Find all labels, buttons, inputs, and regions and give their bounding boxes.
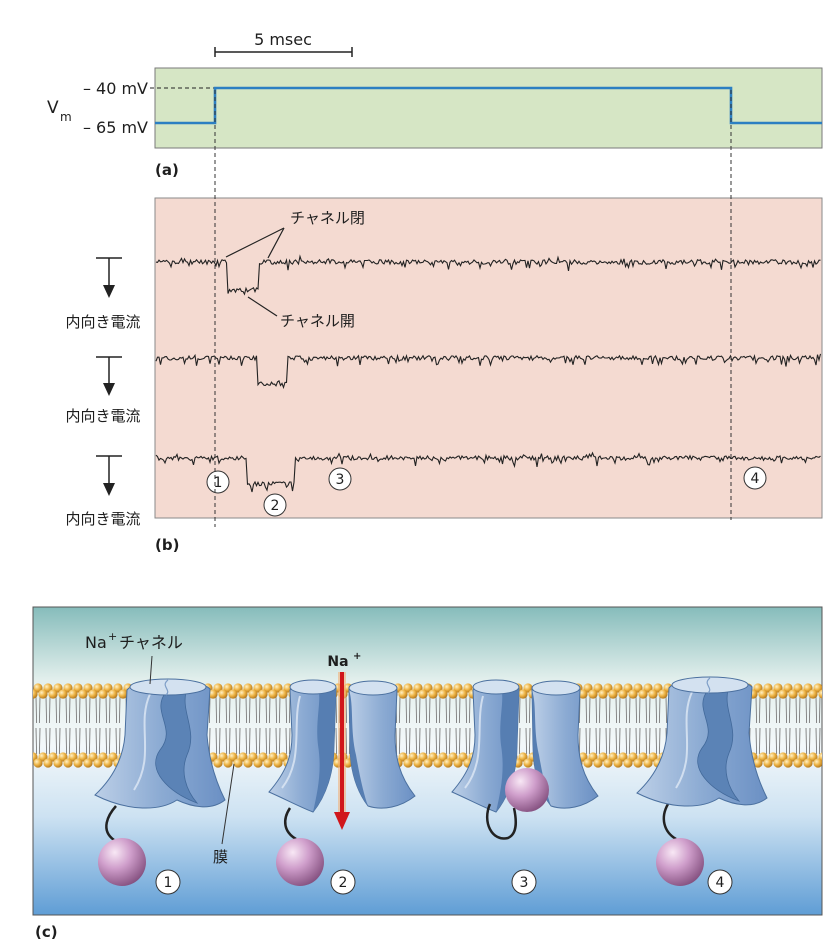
inward-current-arrow [96, 257, 122, 298]
time-scale-bar [214, 47, 353, 57]
state-marker-1: 1 [155, 869, 181, 895]
time-scale-label: 5 msec [254, 30, 312, 49]
channel-closed-pointer [225, 227, 285, 259]
na-ion-charge: + [353, 651, 361, 662]
panel-c: Na + Na + チャネル 膜 1 2 3 [32, 606, 823, 916]
ball-tether-1 [105, 805, 117, 842]
svg-text:2: 2 [271, 498, 280, 514]
panel-c-tag: (c) [35, 923, 58, 941]
inward-current-label: 内向き電流 [65, 407, 140, 425]
ball-tether-4 [662, 803, 677, 841]
single-channel-trace-1 [155, 254, 821, 296]
na-ion-label: Na [327, 654, 348, 670]
vm-label: V [47, 98, 59, 118]
inward-current-label: 内向き電流 [65, 313, 140, 331]
channel-label-charge: + [108, 630, 117, 643]
channel-closed-label: チャネル閉 [290, 209, 365, 227]
state-marker-2: 2 [263, 493, 287, 517]
voltage-step-trace [155, 86, 822, 125]
svg-text:3: 3 [520, 875, 529, 891]
na-influx-arrow [334, 672, 350, 830]
inward-current-arrow [96, 455, 122, 496]
inward-current-label: 内向き電流 [65, 510, 140, 528]
svg-text:3: 3 [336, 472, 345, 488]
state-marker-3: 3 [328, 467, 352, 491]
channel-label-text: チャネル [119, 633, 183, 652]
panel-b-tag: (b) [155, 536, 179, 554]
inactivation-ball-3 [505, 768, 549, 812]
panel-a-tag: (a) [155, 161, 179, 179]
level-high-label: – 40 mV [83, 79, 148, 98]
inactivation-ball-2 [276, 838, 324, 886]
membrane-label: 膜 [213, 848, 228, 866]
inward-current-arrow [96, 356, 122, 396]
svg-text:4: 4 [751, 471, 760, 487]
channel-label-ion: Na [85, 633, 107, 652]
svg-text:2: 2 [339, 875, 348, 891]
panel-a-background [154, 67, 823, 149]
channel-open-label: チャネル開 [280, 312, 355, 330]
inactivation-ball-4 [656, 838, 704, 886]
state-marker-4: 4 [743, 466, 767, 490]
svg-text:1: 1 [164, 875, 173, 891]
single-channel-trace-3 [155, 451, 821, 493]
ball-tether-2 [283, 807, 297, 841]
single-channel-trace-2 [155, 353, 822, 390]
channel-label-pointer [149, 655, 153, 685]
state-marker-1: 1 [206, 470, 230, 494]
state-marker-3: 3 [511, 869, 537, 895]
channel-open-pointer [247, 296, 278, 317]
ball-tether-3 [485, 803, 518, 840]
svg-text:4: 4 [716, 875, 725, 891]
vm-subscript: m [60, 110, 72, 124]
panel-b: チャネル閉 チャネル開 内向き電流 内向き電流 内向き電流 1 [65, 197, 823, 554]
inactivation-ball-1 [98, 838, 146, 886]
state-marker-2: 2 [330, 869, 356, 895]
level-low-label: – 65 mV [83, 118, 148, 137]
panel-a: 5 msec – 40 mV – 65 mV V m (a) [47, 30, 823, 179]
state-marker-4: 4 [707, 869, 733, 895]
svg-text:1: 1 [214, 475, 223, 491]
membrane-label-pointer [221, 763, 235, 845]
